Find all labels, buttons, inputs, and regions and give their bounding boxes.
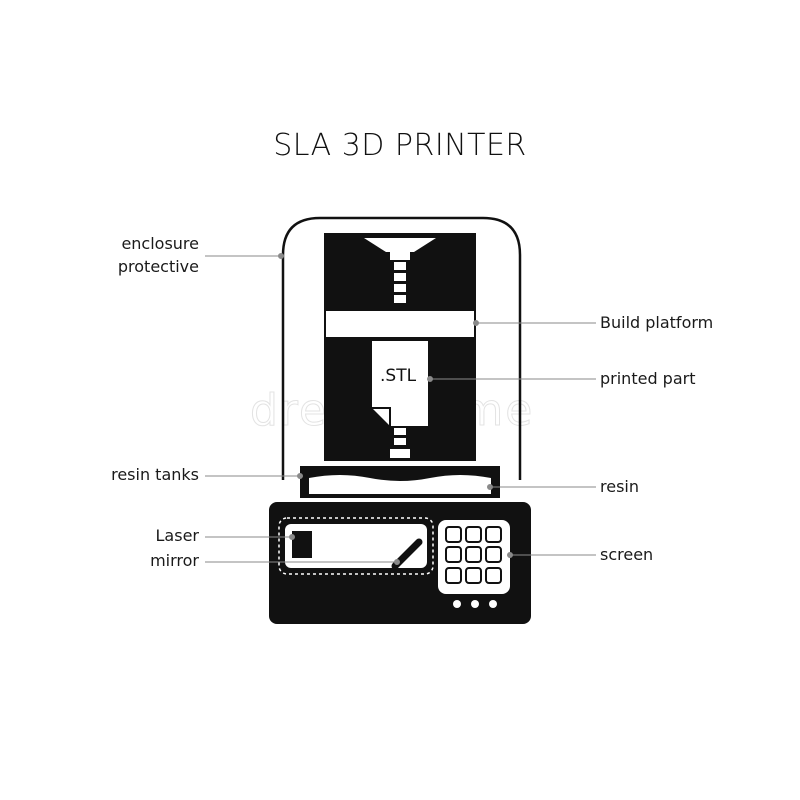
label-build-platform: Build platform <box>600 313 714 332</box>
indicator-light-1 <box>453 600 461 608</box>
lead-screw-top-3 <box>394 284 406 292</box>
key-3 <box>485 526 502 543</box>
label-resin-tanks: resin tanks <box>111 465 199 484</box>
key-7 <box>445 567 462 584</box>
motor-neck <box>390 252 410 260</box>
key-9 <box>485 567 502 584</box>
lead-screw-top-4 <box>394 295 406 303</box>
key-6 <box>485 546 502 563</box>
label-screen: screen <box>600 545 654 564</box>
printed-part-fold <box>372 407 391 426</box>
key-4 <box>445 546 462 563</box>
lead-screw-top-1 <box>394 262 406 270</box>
lead-screw-bottom-1 <box>394 428 406 435</box>
protective-enclosure <box>281 216 522 480</box>
key-1 <box>445 526 462 543</box>
stl-label: .STL <box>380 366 417 386</box>
indicator-light-3 <box>489 600 497 608</box>
label-printed-part: printed part <box>600 369 696 388</box>
diagram-title: SLA 3D PRINTER <box>273 128 527 163</box>
printed-part <box>372 341 428 426</box>
lead-screw-top-2 <box>394 273 406 281</box>
label-mirror: mirror <box>150 551 199 570</box>
key-2 <box>465 526 482 543</box>
label-enclosure: enclosure protective <box>60 232 199 278</box>
motor-housing <box>364 238 436 252</box>
indicator-light-2 <box>471 600 479 608</box>
key-8 <box>465 567 482 584</box>
key-5 <box>465 546 482 563</box>
screen-panel <box>438 520 510 594</box>
label-enclosure-line1: enclosure <box>121 234 199 253</box>
lead-screw-bottom-3 <box>390 449 410 458</box>
resin-surface <box>309 475 491 494</box>
lead-screw-bottom-2 <box>394 438 406 445</box>
laser-compartment <box>278 517 434 575</box>
label-laser: Laser <box>155 526 199 545</box>
label-enclosure-line2: protective <box>117 257 199 276</box>
laser-window <box>285 524 427 568</box>
build-platform <box>326 311 474 337</box>
laser-emitter <box>292 531 312 558</box>
label-resin: resin <box>600 477 639 496</box>
